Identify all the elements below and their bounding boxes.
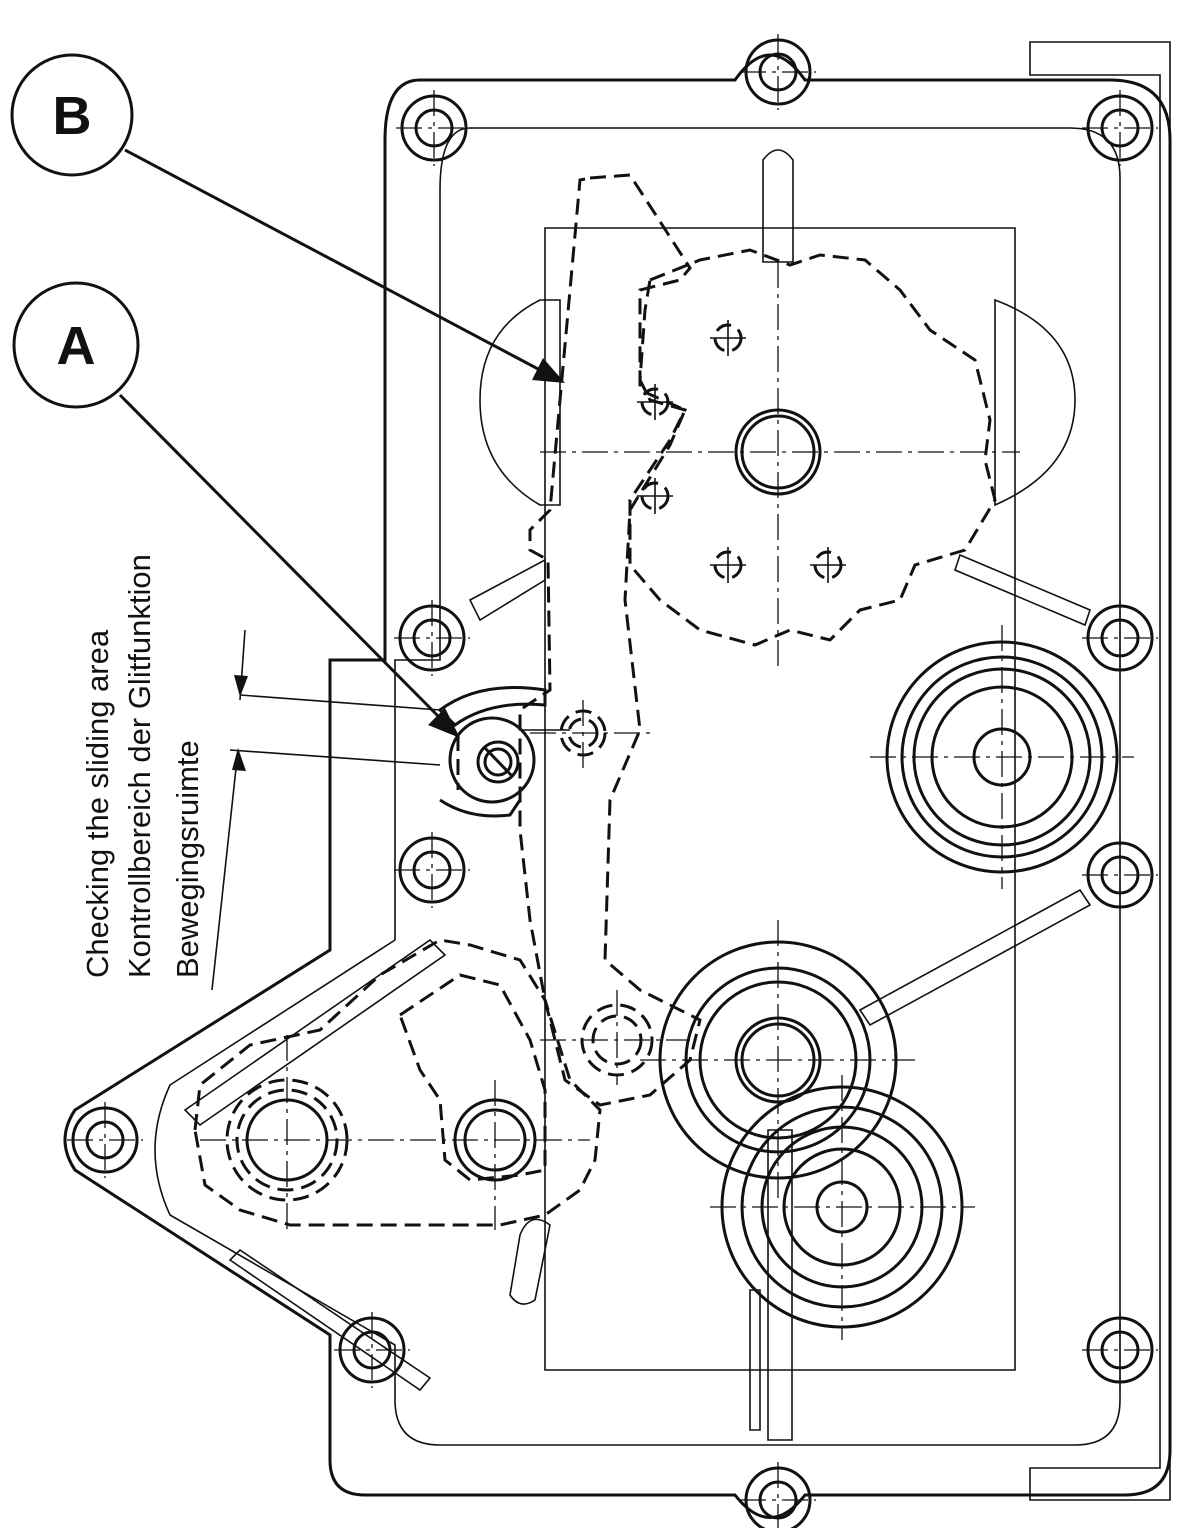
lower-right-boss bbox=[710, 1075, 975, 1340]
left-bore bbox=[200, 1035, 590, 1230]
bolt-hole bbox=[740, 1462, 816, 1528]
upper-shaft bbox=[540, 262, 1020, 670]
hidden-gear-sector bbox=[628, 248, 997, 647]
callout-b-label: B bbox=[53, 86, 92, 146]
sliding-pin bbox=[437, 686, 570, 818]
note-line-1: Checking the sliding area bbox=[80, 629, 115, 978]
bolt-hole bbox=[1082, 90, 1158, 166]
callout-a: A bbox=[12, 281, 460, 738]
hidden-lever bbox=[518, 173, 702, 1107]
dim-arrow bbox=[232, 748, 246, 771]
hidden-cam bbox=[193, 938, 602, 1227]
bearing-bosses bbox=[200, 262, 1134, 1340]
small-hole-symbols bbox=[637, 320, 846, 583]
bolt-hole bbox=[394, 832, 470, 908]
right-boss bbox=[870, 625, 1134, 889]
bolt-hole bbox=[334, 1312, 410, 1388]
bolt-hole bbox=[1082, 600, 1158, 676]
bolt-hole bbox=[740, 34, 816, 110]
bolt-hole bbox=[396, 90, 472, 166]
hidden-pivot bbox=[530, 700, 690, 1085]
bolt-holes bbox=[67, 34, 1158, 1528]
bolt-hole bbox=[1082, 837, 1158, 913]
dim-arrow bbox=[234, 675, 248, 697]
bolt-hole bbox=[394, 600, 470, 676]
note-line-2: Kontrollbereich der Glitfunktion bbox=[122, 554, 157, 978]
arrow-head bbox=[428, 708, 460, 738]
note-line-3: Bewegingsruimte bbox=[170, 740, 205, 978]
callout-b: B bbox=[10, 53, 565, 383]
center-bearing bbox=[640, 920, 915, 1200]
bolt-hole bbox=[67, 1102, 143, 1178]
dimension-lines bbox=[211, 629, 441, 991]
sliding-area-note: Checking the sliding area Kontrollbereic… bbox=[80, 554, 205, 978]
callout-a-label: A bbox=[57, 316, 96, 376]
bolt-hole bbox=[1082, 1312, 1158, 1388]
cam-pin bbox=[453, 1080, 537, 1230]
arrow-head bbox=[532, 358, 565, 383]
